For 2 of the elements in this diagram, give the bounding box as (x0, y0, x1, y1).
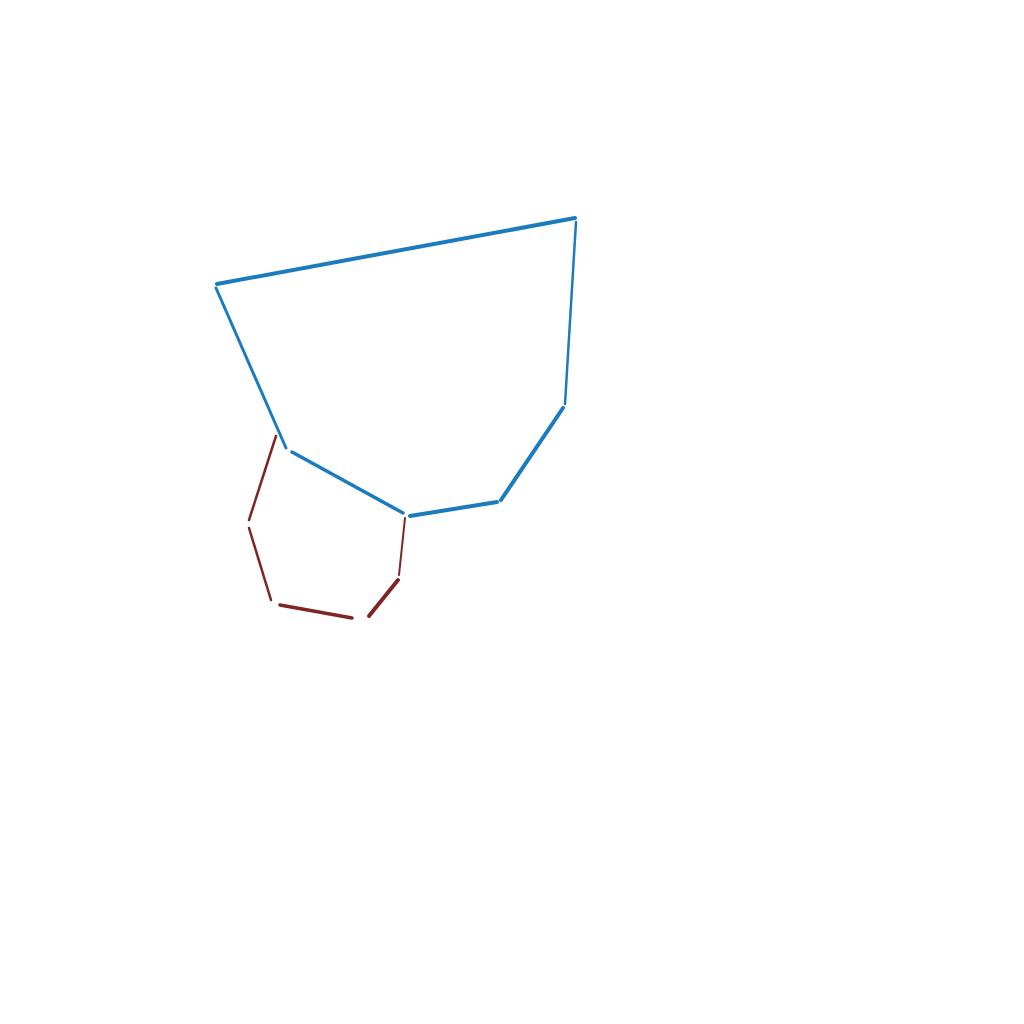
polygon-outline (214, 216, 578, 518)
polygon-outline (247, 434, 406, 620)
